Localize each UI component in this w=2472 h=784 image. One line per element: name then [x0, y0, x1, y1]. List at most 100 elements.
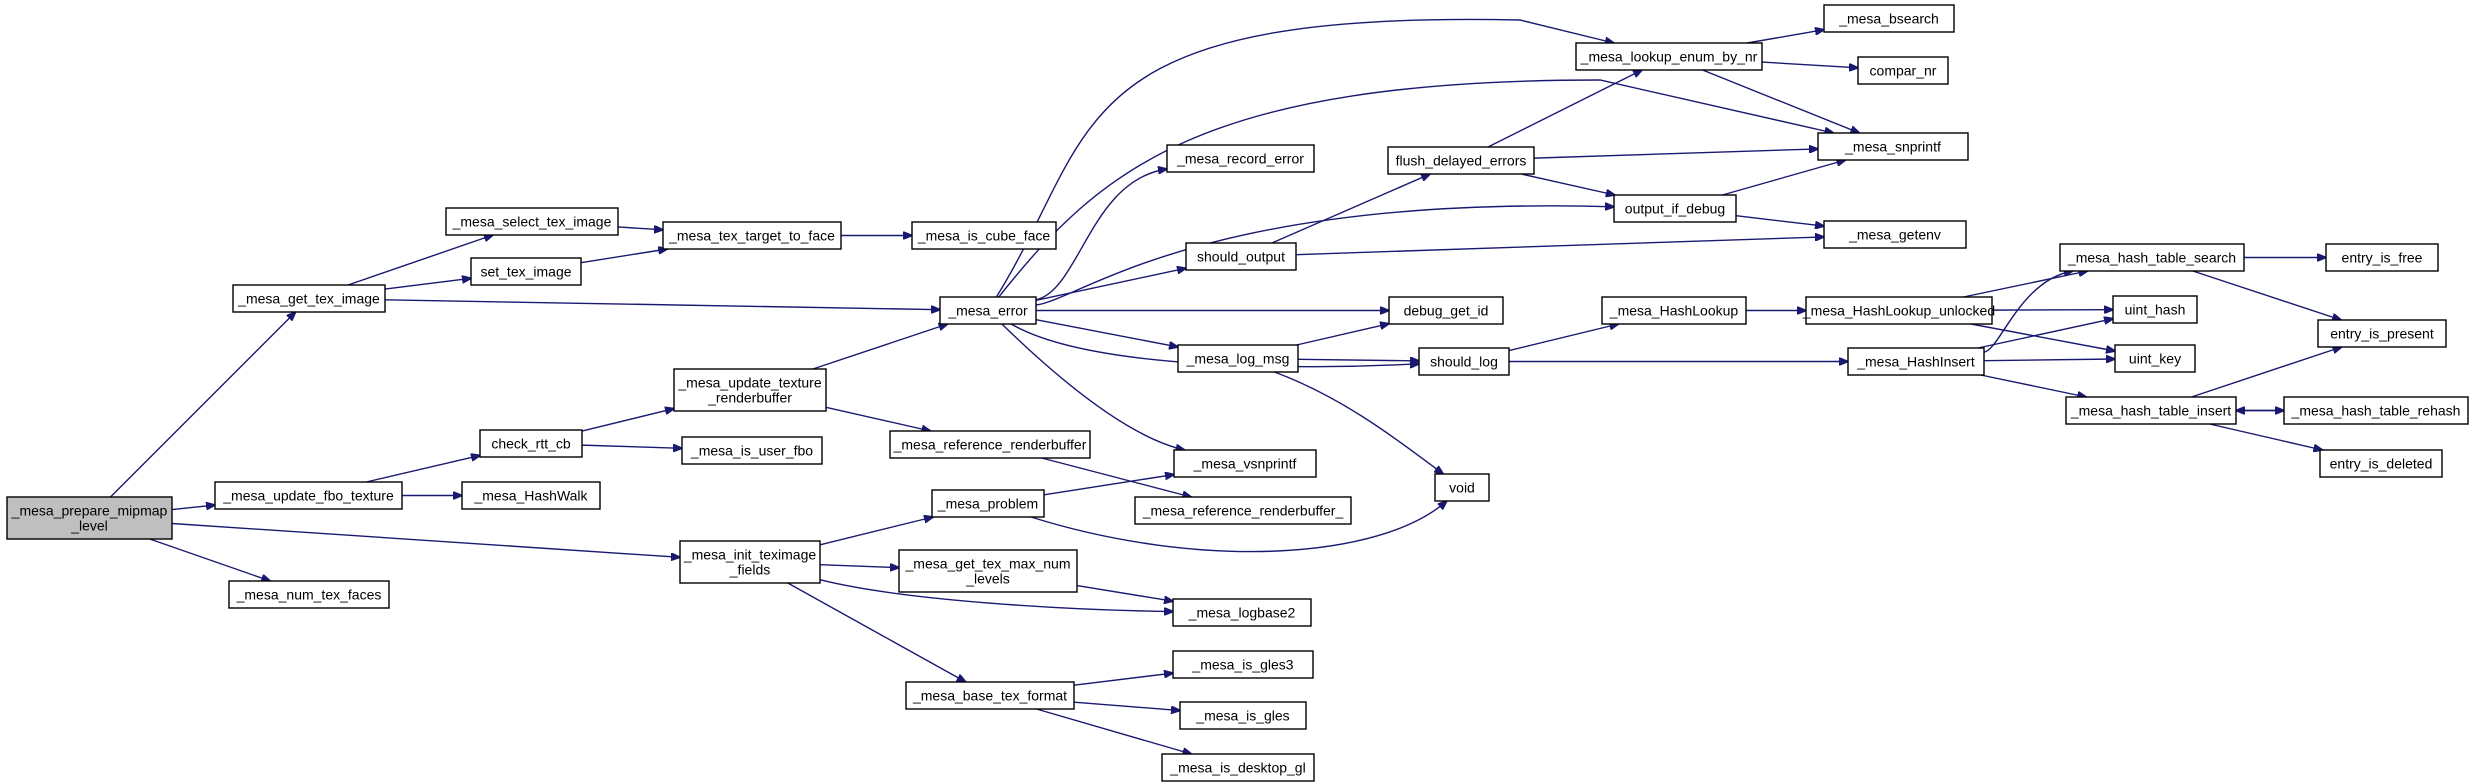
node-box	[228, 580, 390, 609]
edge-check_rtt_cb-to-is_user_fbo	[581, 445, 682, 448]
node-box	[1172, 598, 1312, 627]
edge-init_teximage_fields-to-base_tex_format	[787, 582, 966, 682]
node-output-if-debug[interactable]: output_if_debug	[1613, 194, 1737, 223]
node-logbase2[interactable]: _mesa_logbase2	[1172, 598, 1312, 627]
edge-should_output-to-flush_delayed_errors	[1271, 174, 1430, 244]
node-box	[445, 207, 619, 236]
node-uint-hash[interactable]: uint_hash	[2112, 295, 2198, 324]
node-box	[6, 496, 173, 540]
node-label: _fields	[729, 562, 770, 578]
node-hash-table-insert[interactable]: _mesa_hash_table_insert	[2065, 396, 2237, 425]
node-box	[1434, 473, 1490, 502]
node-is-cube-face[interactable]: _mesa_is_cube_face	[911, 221, 1057, 250]
node-snprintf[interactable]: _mesa_snprintf	[1817, 132, 1969, 161]
node-box	[1601, 296, 1747, 325]
node-num-tex-faces[interactable]: _mesa_num_tex_faces	[228, 580, 390, 609]
node-uint-key[interactable]: uint_key	[2114, 344, 2196, 373]
node-entry-is-free[interactable]: entry_is_free	[2325, 243, 2439, 272]
edge-check_rtt_cb-to-update_texture_rb	[581, 409, 674, 432]
node-hashwalk[interactable]: _mesa_HashWalk	[461, 481, 601, 510]
node-update-fbo-texture[interactable]: _mesa_update_fbo_texture	[214, 481, 403, 510]
edge-mesa_error-to-log_msg	[1035, 319, 1178, 347]
edge-update_texture_rb-to-mesa_error	[812, 324, 948, 370]
node-should-log[interactable]: should_log	[1418, 347, 1510, 376]
node-lookup-enum-by-nr[interactable]: _mesa_lookup_enum_by_nr	[1575, 42, 1763, 71]
edge-output_if_debug-to-getenv	[1735, 215, 1824, 226]
node-mesa-problem[interactable]: _mesa_problem	[931, 489, 1045, 518]
node-is-user-fbo[interactable]: _mesa_is_user_fbo	[681, 436, 823, 465]
node-set-tex-image[interactable]: set_tex_image	[470, 257, 582, 286]
node-box	[2317, 319, 2447, 348]
node-label: should_log	[1430, 354, 1498, 370]
node-label: _mesa_is_user_fbo	[690, 443, 813, 459]
node-get-tex-max-num-levels[interactable]: _mesa_get_tex_max_num_levels	[898, 549, 1078, 593]
node-box	[1805, 296, 1993, 325]
edge-hashlookup_unlocked-to-hash_table_search	[1963, 271, 2087, 298]
node-box	[1172, 650, 1314, 679]
node-label: set_tex_image	[480, 264, 571, 280]
node-vsnprintf[interactable]: _mesa_vsnprintf	[1173, 449, 1317, 478]
node-box	[673, 368, 827, 412]
node-root[interactable]: _mesa_prepare_mipmap_level	[6, 496, 173, 540]
node-label: _mesa_num_tex_faces	[236, 587, 382, 603]
node-debug-get-id[interactable]: debug_get_id	[1388, 296, 1504, 325]
node-label: _mesa_record_error	[1176, 151, 1304, 167]
node-init-teximage-fields[interactable]: _mesa_init_teximage_fields	[679, 540, 821, 584]
node-hashlookup-unlocked[interactable]: _mesa_HashLookup_unlocked	[1802, 296, 1995, 325]
node-box	[939, 296, 1037, 325]
node-label: _mesa_reference_renderbuffer_	[1142, 503, 1344, 519]
edge-log_msg-to-should_log	[1297, 359, 1419, 361]
node-mesa-error[interactable]: _mesa_error	[939, 296, 1037, 325]
node-entry-is-present[interactable]: entry_is_present	[2317, 319, 2447, 348]
node-label: _mesa_lookup_enum_by_nr	[1580, 49, 1758, 65]
node-label: _mesa_HashLookup_unlocked	[1802, 303, 1995, 319]
edge-mesa_problem-to-vsnprintf	[1043, 475, 1174, 496]
node-compar-nr[interactable]: compar_nr	[1857, 56, 1949, 85]
node-hashlookup[interactable]: _mesa_HashLookup	[1601, 296, 1747, 325]
edge-get_tex_max_num_levels-to-logbase2	[1076, 584, 1173, 602]
node-base-tex-format[interactable]: _mesa_base_tex_format	[905, 681, 1075, 710]
node-flush-delayed-errors[interactable]: flush_delayed_errors	[1387, 146, 1535, 175]
node-bsearch[interactable]: _mesa_bsearch	[1823, 4, 1955, 33]
node-box	[1575, 42, 1763, 71]
node-label: _mesa_vsnprintf	[1193, 456, 1297, 472]
node-hash-table-search[interactable]: _mesa_hash_table_search	[2059, 243, 2245, 272]
node-label: _mesa_hash_table_search	[2067, 250, 2236, 266]
node-ref-rb-[interactable]: _mesa_reference_renderbuffer_	[1134, 496, 1352, 525]
node-label: void	[1449, 480, 1475, 496]
node-entry-is-deleted[interactable]: entry_is_deleted	[2319, 449, 2443, 478]
node-is-gles[interactable]: _mesa_is_gles	[1179, 701, 1307, 730]
node-getenv[interactable]: _mesa_getenv	[1823, 220, 1967, 249]
node-check-rtt-cb[interactable]: check_rtt_cb	[479, 429, 583, 458]
node-box	[479, 429, 583, 458]
edge-get_tex_image-to-select_tex_image	[347, 235, 493, 286]
node-tex-target-to-face[interactable]: _mesa_tex_target_to_face	[662, 221, 842, 250]
edge-should_log-to-hashlookup	[1508, 324, 1618, 352]
edge-init_teximage_fields-to-mesa_problem	[819, 517, 933, 546]
node-is-gles3[interactable]: _mesa_is_gles3	[1172, 650, 1314, 679]
node-record-error[interactable]: _mesa_record_error	[1166, 144, 1315, 173]
node-ref-rb[interactable]: _mesa_reference_renderbuffer	[889, 430, 1091, 459]
node-select-tex-image[interactable]: _mesa_select_tex_image	[445, 207, 619, 236]
node-label: _levels	[965, 571, 1010, 587]
node-is-desktop-gl[interactable]: _mesa_is_desktop_gl	[1161, 753, 1315, 782]
node-label: _mesa_hash_table_rehash	[2291, 403, 2461, 419]
node-label: should_output	[1197, 249, 1285, 265]
edge-init_teximage_fields-to-logbase2	[819, 579, 1173, 612]
node-should-output[interactable]: should_output	[1185, 242, 1297, 271]
node-update-texture-rb[interactable]: _mesa_update_texture_renderbuffer	[673, 368, 827, 412]
node-label: _mesa_is_cube_face	[917, 228, 1051, 244]
node-label: _mesa_get_tex_max_num	[905, 556, 1071, 572]
edge-hashinsert-to-uint_key	[1983, 359, 2115, 361]
node-label: _mesa_get_tex_image	[237, 291, 380, 307]
node-label: uint_key	[2129, 351, 2181, 367]
node-label: _mesa_getenv	[1848, 227, 1941, 243]
node-log-msg[interactable]: _mesa_log_msg	[1177, 344, 1299, 373]
node-box	[2283, 396, 2469, 425]
node-void[interactable]: void	[1434, 473, 1490, 502]
node-box	[662, 221, 842, 250]
node-box	[1179, 701, 1307, 730]
node-hashinsert[interactable]: _mesa_HashInsert	[1847, 347, 1985, 376]
node-get-tex-image[interactable]: _mesa_get_tex_image	[232, 284, 386, 313]
node-hash-table-rehash[interactable]: _mesa_hash_table_rehash	[2283, 396, 2469, 425]
